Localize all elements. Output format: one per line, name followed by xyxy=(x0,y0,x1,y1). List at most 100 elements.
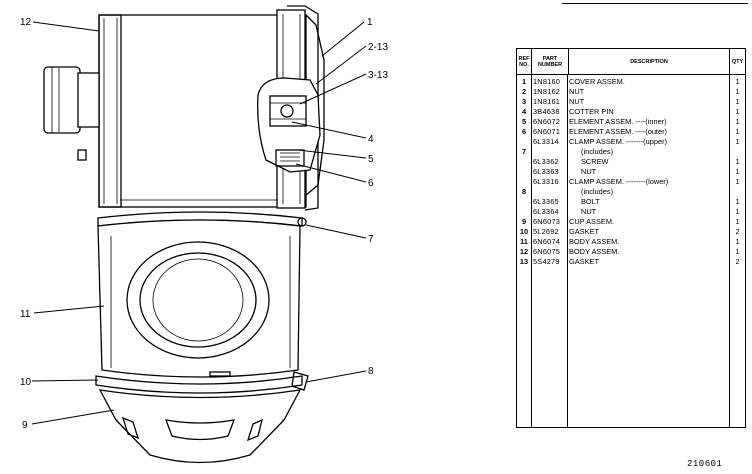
row-description: COTTER PIN xyxy=(569,107,614,116)
callout-2-13: 2-13 xyxy=(368,42,388,53)
row-qty: 1 xyxy=(735,97,740,106)
table-row: 7(includes) xyxy=(517,147,745,157)
row-description: SCREW xyxy=(581,157,609,166)
row-ref xyxy=(517,207,531,217)
row-qty xyxy=(730,187,745,197)
callout-1: 1 xyxy=(367,17,373,28)
column-divider xyxy=(531,75,532,427)
row-qty: 2 xyxy=(735,257,740,266)
row-ref xyxy=(517,197,531,207)
callout-3-13: 3-13 xyxy=(368,70,388,81)
row-part-number xyxy=(531,187,567,197)
row-qty: 1 xyxy=(735,157,740,166)
row-part-number: 6N6072 xyxy=(533,117,561,126)
row-ref: 8 xyxy=(521,187,527,196)
row-part-number: 6N6075 xyxy=(533,247,561,256)
row-ref xyxy=(517,177,531,187)
row-qty: 1 xyxy=(735,247,740,256)
row-part-number: 6L3362 xyxy=(533,157,559,166)
row-ref: 3 xyxy=(521,97,527,106)
row-ref: 13 xyxy=(519,257,529,266)
callout-12: 12 xyxy=(20,17,32,28)
row-qty: 2 xyxy=(735,227,740,236)
row-description: COVER ASSEM. xyxy=(569,77,625,86)
row-part-number: 6L3314 xyxy=(533,137,559,146)
row-qty: 1 xyxy=(735,137,740,146)
lower-body-assembly xyxy=(97,219,301,378)
row-description: GASKET xyxy=(569,257,599,266)
row-description: NUT xyxy=(569,87,585,96)
row-description: NUT xyxy=(581,207,597,216)
upper-body-assembly xyxy=(43,5,325,211)
header-part-number: PART NUMBER xyxy=(532,49,569,74)
row-qty: 1 xyxy=(735,167,740,176)
table-row: 9 6N6073 CUP ASSEM. 1 xyxy=(517,217,745,227)
row-qty xyxy=(730,147,745,157)
row-part-number xyxy=(531,147,567,157)
row-ref xyxy=(517,157,531,167)
row-part-number: 6L3363 xyxy=(533,167,559,176)
row-description: BODY ASSEM. xyxy=(569,247,620,256)
row-description: CUP ASSEM. xyxy=(569,217,615,226)
row-part-number: 1N8162 xyxy=(533,87,561,96)
row-ref: 1 xyxy=(521,77,527,86)
row-ref: 10 xyxy=(519,227,529,236)
row-description: (includes) xyxy=(581,187,614,196)
row-ref xyxy=(517,167,531,177)
row-qty: 1 xyxy=(735,237,740,246)
table-row: 12 6N6075 BODY ASSEM. 1 xyxy=(517,247,745,257)
row-qty: 1 xyxy=(735,87,740,96)
column-divider xyxy=(729,75,730,427)
row-part-number: 5S4279 xyxy=(533,257,560,266)
row-description: CLAMP ASSEM. -------(upper) xyxy=(569,137,668,146)
header-description: DESCRIPTION xyxy=(569,49,730,74)
row-part-number: 6L3364 xyxy=(533,207,559,216)
row-description: BOLT xyxy=(581,197,600,206)
top-rule xyxy=(562,3,748,4)
callout-6: 6 xyxy=(368,178,374,189)
row-description: ELEMENT ASSEM. ----(inner) xyxy=(569,117,667,126)
row-qty: 1 xyxy=(735,217,740,226)
row-part-number: 6L3365 xyxy=(533,197,559,206)
callout-11: 11 xyxy=(20,309,31,320)
callout-4: 4 xyxy=(368,134,374,145)
row-ref: 12 xyxy=(519,247,529,256)
row-part-number: 5L2692 xyxy=(533,227,559,236)
row-ref: 7 xyxy=(521,147,527,156)
table-header: REF NO. PART NUMBER DESCRIPTION QTY xyxy=(517,49,745,75)
callout-7: 7 xyxy=(368,234,374,245)
row-part-number: 1N8161 xyxy=(533,97,561,106)
row-ref: 9 xyxy=(521,217,527,226)
callout-labels: 12 1 2-13 3-13 4 5 6 7 8 9 10 11 xyxy=(20,17,388,431)
table-row: 6L3362 SCREW 1 xyxy=(517,157,745,167)
table-row: 8 (includes) xyxy=(517,187,745,197)
row-ref: 4 xyxy=(521,107,527,116)
callout-8: 8 xyxy=(368,366,374,377)
table-row: 10 5L2692 GASKET 2 xyxy=(517,227,745,237)
callout-10: 10 xyxy=(20,377,32,388)
row-qty: 1 xyxy=(735,107,740,116)
row-description: GASKET xyxy=(569,227,599,236)
dust-cup xyxy=(98,389,302,464)
row-description: ELEMENT ASSEM. ----(outer) xyxy=(569,127,668,136)
row-qty: 1 xyxy=(735,77,740,86)
lower-clamp xyxy=(95,371,309,394)
row-description: CLAMP ASSEM. --------(lower) xyxy=(569,177,669,186)
row-ref: 11 xyxy=(520,237,528,246)
row-ref: 6 xyxy=(521,127,527,136)
row-part-number: 6N6073 xyxy=(533,217,561,226)
row-part-number: 6N6074 xyxy=(533,237,561,246)
header-qty: QTY xyxy=(731,58,744,65)
column-divider xyxy=(567,75,568,427)
table-row: 6L3314 CLAMP ASSEM. -------(upper) 1 xyxy=(517,137,745,147)
